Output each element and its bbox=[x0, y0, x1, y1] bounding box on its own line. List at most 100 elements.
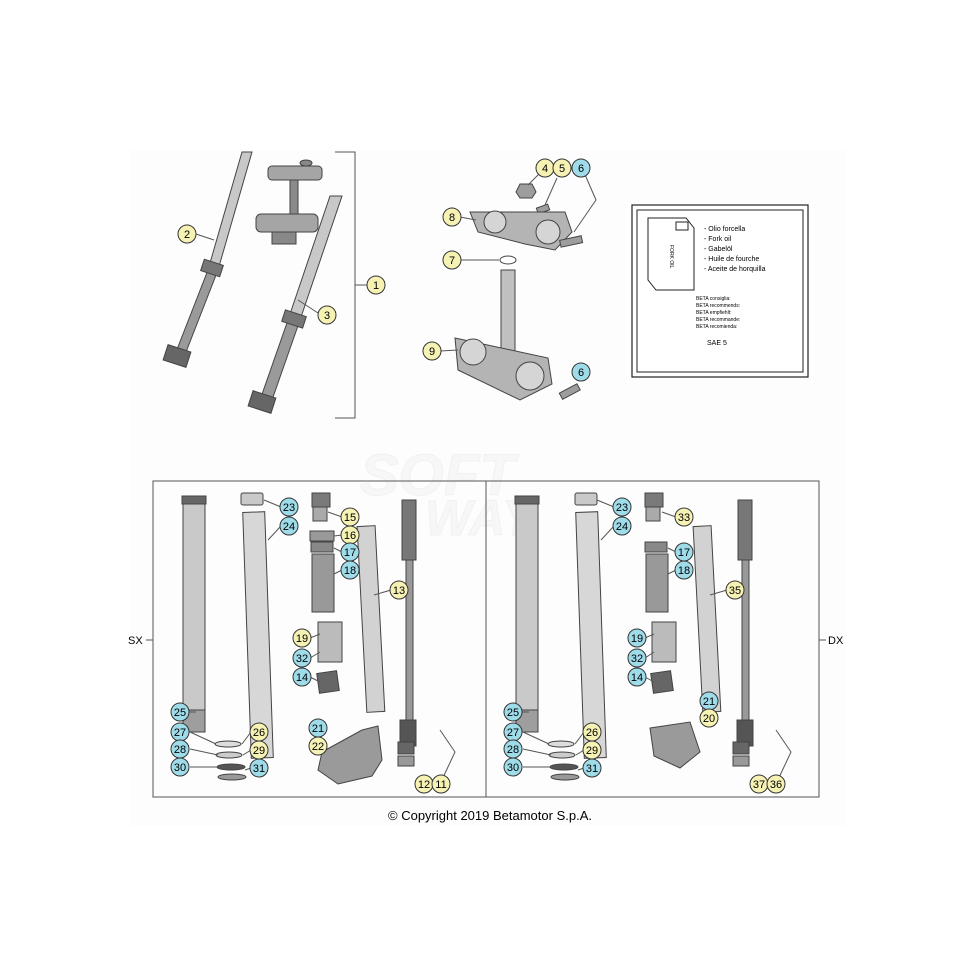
callout-11: 11 bbox=[431, 774, 451, 794]
callout-label: 7 bbox=[449, 255, 455, 267]
callout-label: 17 bbox=[678, 547, 690, 559]
pumping-rod-left bbox=[356, 525, 386, 713]
callout-circle bbox=[503, 702, 523, 722]
callout-label: 22 bbox=[312, 741, 324, 753]
steering-stem bbox=[500, 269, 516, 359]
callout-circle bbox=[340, 560, 360, 580]
callout-label: 25 bbox=[507, 707, 519, 719]
fork-spring-right bbox=[645, 553, 669, 613]
fork-spring-left bbox=[311, 553, 335, 613]
base-washer-right bbox=[732, 755, 750, 767]
callout-label: 21 bbox=[312, 723, 324, 735]
callout-5: 5 bbox=[552, 158, 572, 178]
cartridge-top-right bbox=[737, 499, 753, 561]
callout-label: 18 bbox=[344, 565, 356, 577]
base-valve-right bbox=[732, 741, 750, 755]
callout-label: 20 bbox=[703, 713, 715, 725]
callout-circle bbox=[612, 497, 632, 517]
callout-label: 6 bbox=[578, 367, 584, 379]
side-label-left: SX bbox=[128, 635, 143, 647]
oil-name: - Fork oil bbox=[704, 236, 732, 243]
callout-circle bbox=[292, 667, 312, 687]
dust-seal-right bbox=[547, 740, 575, 748]
steering-nut-small bbox=[299, 159, 313, 167]
callout-circle bbox=[292, 628, 312, 648]
callout-29: 29 bbox=[582, 740, 602, 760]
spring-guide-left bbox=[310, 541, 334, 553]
callout-21: 21 bbox=[308, 718, 328, 738]
top-cap-right bbox=[644, 492, 664, 508]
oil-name: - Aceite de horquilla bbox=[704, 266, 766, 273]
oil-name: - Huile de fourche bbox=[704, 256, 759, 263]
oil-name: - Olio forcella bbox=[704, 226, 745, 233]
clip-right bbox=[548, 751, 576, 759]
callout-circle bbox=[674, 507, 694, 527]
bushing-left bbox=[316, 670, 340, 694]
oil-can-icon bbox=[647, 217, 695, 291]
callout-26: 26 bbox=[582, 722, 602, 742]
callout-28: 28 bbox=[170, 739, 190, 759]
callout-circle bbox=[571, 362, 591, 382]
lower-clamp-bolt bbox=[558, 383, 581, 401]
callout-21: 21 bbox=[699, 691, 719, 711]
callout-label: 32 bbox=[631, 653, 643, 665]
leader-8 bbox=[459, 216, 477, 221]
callout-circle bbox=[279, 497, 299, 517]
o-ring bbox=[499, 255, 517, 265]
callout-label: 29 bbox=[586, 745, 598, 757]
callout-4: 4 bbox=[535, 158, 555, 178]
clip-left bbox=[215, 751, 243, 759]
top-cap-body-left bbox=[312, 506, 328, 522]
callout-33: 33 bbox=[674, 507, 694, 527]
outer-tube-cap-left bbox=[181, 495, 207, 505]
oil-recommend-list: BETA consiglia: BETA recommends: BETA em… bbox=[696, 296, 740, 330]
fork-leg-left-seal bbox=[200, 258, 224, 278]
callout-label: 19 bbox=[631, 633, 643, 645]
callout-9: 9 bbox=[422, 341, 442, 361]
callout-31: 31 bbox=[249, 758, 269, 778]
lower-clamp-bore-right bbox=[515, 361, 545, 391]
guide-bushing-top-right bbox=[574, 492, 598, 506]
callout-circle bbox=[503, 757, 523, 777]
left-fork-parts bbox=[181, 492, 417, 785]
callout-label: 27 bbox=[174, 727, 186, 739]
callout-32: 32 bbox=[292, 648, 312, 668]
callout-circle bbox=[442, 207, 462, 227]
oil-name: - Gabelöl bbox=[704, 246, 733, 253]
callout-label: 36 bbox=[770, 779, 782, 791]
callout-26: 26 bbox=[249, 722, 269, 742]
callout-label: 19 bbox=[296, 633, 308, 645]
callout-circle bbox=[612, 516, 632, 536]
callout-circle bbox=[170, 757, 190, 777]
callout-label: 6 bbox=[578, 163, 584, 175]
callout-16: 16 bbox=[340, 525, 360, 545]
callout-30: 30 bbox=[170, 757, 190, 777]
dust-seal-left bbox=[214, 740, 242, 748]
callout-label: 4 bbox=[542, 163, 548, 175]
callout-circle bbox=[292, 648, 312, 668]
outer-tube-right bbox=[515, 503, 539, 711]
callout-25: 25 bbox=[170, 702, 190, 722]
callout-circle bbox=[571, 158, 591, 178]
exploded-leader-lines bbox=[188, 499, 792, 785]
callout-circle bbox=[389, 580, 409, 600]
callout-circle bbox=[699, 708, 719, 728]
callout-15: 15 bbox=[340, 507, 360, 527]
callout-label: 12 bbox=[418, 779, 430, 791]
callout-24: 24 bbox=[612, 516, 632, 536]
callout-3: 3 bbox=[317, 305, 337, 325]
right-fork-parts bbox=[514, 492, 754, 781]
spring-guide-right bbox=[644, 541, 668, 553]
lower-clamp-bore-left bbox=[459, 338, 487, 366]
oil-seal-left bbox=[216, 763, 246, 771]
callout-circle bbox=[249, 758, 269, 778]
callout-circle bbox=[674, 560, 694, 580]
callout-label: 26 bbox=[586, 727, 598, 739]
washer-right bbox=[550, 773, 580, 781]
upper-clamp-bore-right bbox=[535, 219, 561, 245]
callout-label: 3 bbox=[324, 310, 330, 322]
upper-clamp-bore-left bbox=[483, 210, 507, 234]
callout-29: 29 bbox=[249, 740, 269, 760]
